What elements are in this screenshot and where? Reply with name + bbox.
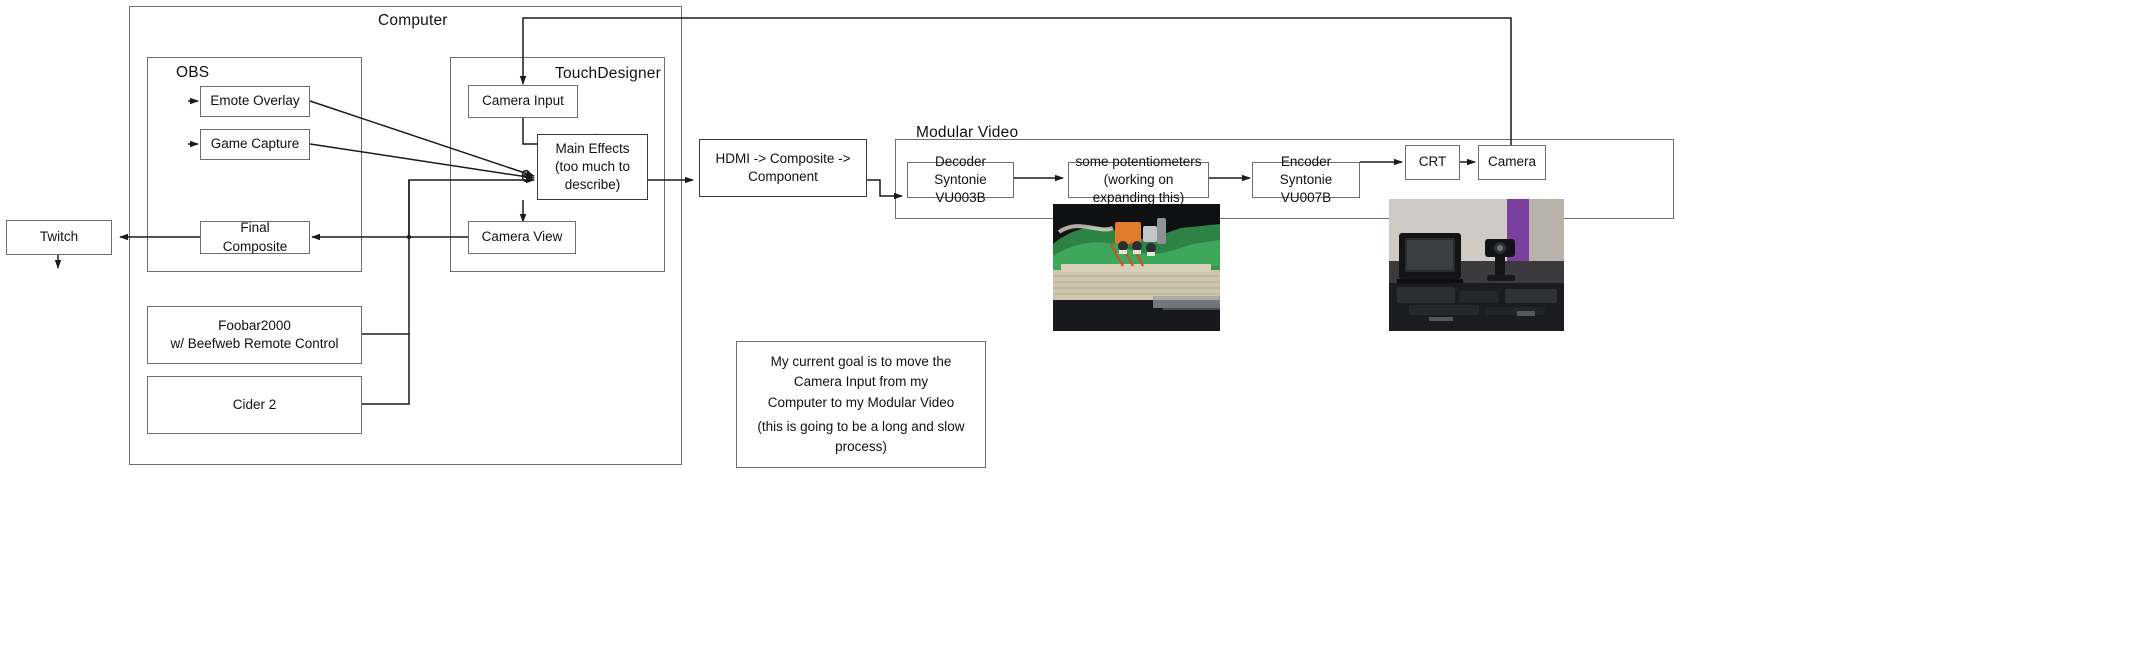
photo-breadboard-potentiometers bbox=[1053, 204, 1220, 331]
group-computer bbox=[129, 6, 682, 465]
node-final-composite-label: Final Composite bbox=[222, 220, 288, 254]
node-decoder-line2: Syntonie VU003B bbox=[934, 171, 987, 206]
node-foobar2000-line1: Foobar2000 bbox=[218, 317, 291, 333]
node-foobar2000-line2: w/ Beefweb Remote Control bbox=[170, 336, 339, 351]
group-computer-label: Computer bbox=[378, 12, 448, 29]
node-cider-2[interactable]: Cider 2 bbox=[147, 376, 362, 434]
photo-breadboard-image bbox=[1053, 204, 1220, 331]
node-emote-overlay-label: Emote Overlay bbox=[210, 93, 300, 109]
photo-crt-image bbox=[1389, 199, 1564, 331]
goal-note-line1: My current goal is to move the Camera In… bbox=[770, 354, 952, 390]
node-main-effects-line2: (too much to describe) bbox=[554, 158, 631, 193]
node-encoder[interactable]: Encoder Syntonie VU007B bbox=[1252, 154, 1360, 205]
node-game-capture-label: Game Capture bbox=[210, 136, 300, 152]
group-touchdesigner-label: TouchDesigner bbox=[555, 65, 661, 82]
node-foobar2000[interactable]: Foobar2000 w/ Beefweb Remote Control bbox=[147, 306, 362, 364]
node-potentiometers[interactable]: some potentiometers (working on expandin… bbox=[1068, 154, 1209, 205]
node-potentiometers-line1: some potentiometers bbox=[1075, 153, 1202, 169]
node-twitch-label: Twitch bbox=[39, 229, 79, 245]
node-hdmi-chain-label: HDMI -> Composite -> Component bbox=[715, 150, 851, 184]
node-camera-view[interactable]: Camera View bbox=[468, 221, 576, 254]
goal-note-box: My current goal is to move the Camera In… bbox=[736, 341, 986, 468]
node-crt[interactable]: CRT bbox=[1405, 145, 1460, 180]
node-cider-2-label: Cider 2 bbox=[232, 396, 277, 412]
node-camera-view-label: Camera View bbox=[481, 229, 563, 245]
node-twitch[interactable]: Twitch bbox=[6, 220, 112, 255]
goal-note-line3: (this is going to be a long and slow pro… bbox=[757, 418, 965, 454]
node-encoder-line2: Syntonie VU007B bbox=[1279, 171, 1333, 206]
node-hdmi-chain[interactable]: HDMI -> Composite -> Component bbox=[699, 139, 867, 197]
goal-note-line2: Computer to my Modular Video bbox=[767, 394, 955, 410]
node-final-composite[interactable]: Final Composite bbox=[200, 220, 310, 254]
node-game-capture[interactable]: Game Capture bbox=[200, 129, 310, 160]
node-decoder[interactable]: Decoder Syntonie VU003B bbox=[907, 154, 1014, 205]
photo-crt-setup bbox=[1389, 199, 1564, 331]
node-main-effects-line1: Main Effects bbox=[555, 140, 630, 156]
node-camera-label: Camera bbox=[1487, 154, 1536, 170]
node-main-effects[interactable]: Main Effects (too much to describe) bbox=[537, 134, 648, 200]
node-camera-input-label: Camera Input bbox=[482, 93, 564, 109]
group-modular-video-label: Modular Video bbox=[916, 124, 1019, 141]
node-crt-label: CRT bbox=[1418, 154, 1447, 170]
node-decoder-line1: Decoder bbox=[934, 153, 987, 169]
node-camera-input[interactable]: Camera Input bbox=[468, 85, 578, 118]
node-emote-overlay[interactable]: Emote Overlay bbox=[200, 86, 310, 117]
group-obs-label: OBS bbox=[176, 64, 210, 81]
node-potentiometers-line2: (working on expanding this) bbox=[1092, 171, 1185, 206]
node-camera[interactable]: Camera bbox=[1478, 145, 1546, 180]
node-encoder-line1: Encoder bbox=[1280, 153, 1332, 169]
